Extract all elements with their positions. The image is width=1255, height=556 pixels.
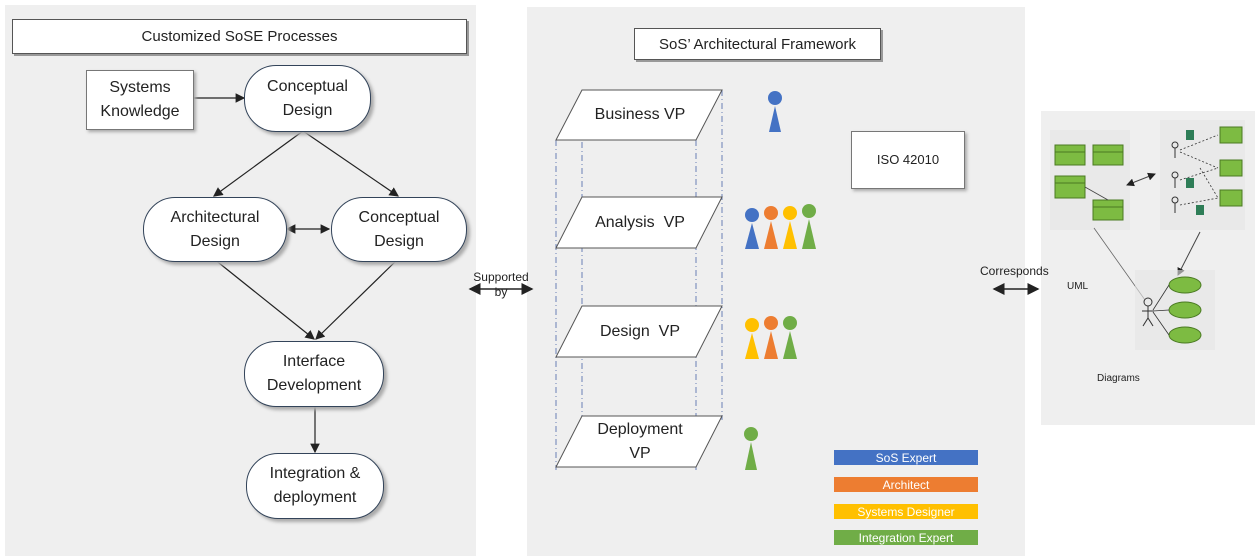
architectural-design-node: Architectural Design (143, 197, 287, 262)
uml-class-diagram (1050, 130, 1130, 230)
systems-knowledge-box: Systems Knowledge (86, 70, 194, 130)
diagrams-label: Diagrams (1097, 373, 1140, 384)
iso-42010-box: ISO 42010 (851, 131, 965, 189)
analysis-figures (745, 204, 816, 249)
arrow-conceptual2-to-interface (315, 258, 399, 340)
conceptual-design-right-node: Conceptual Design (331, 197, 467, 262)
design-figures (745, 316, 797, 359)
deployment-figures (744, 427, 758, 470)
conceptual-design-top-node: Conceptual Design (244, 65, 371, 132)
legend-systems-designer: Systems Designer (834, 504, 978, 519)
integration-deployment-node: Integration & deployment (246, 453, 384, 519)
legend-integration-expert: Integration Expert (834, 530, 978, 545)
business-figures (768, 91, 782, 132)
analysis-vp-label: Analysis VP (595, 214, 685, 231)
interface-development-node: Interface Development (244, 341, 384, 407)
arrow-architectural-to-interface (213, 258, 315, 340)
legend-sos-expert: SoS Expert (834, 450, 978, 465)
framework-title: SoS’ Architectural Framework (634, 28, 881, 60)
supported-by-label: Supported by (473, 270, 529, 299)
vp-parallelograms (555, 89, 723, 468)
arrow-conceptual-to-architectural (213, 130, 304, 197)
business-vp-label: Business VP (594, 106, 686, 123)
uml-label: UML (1067, 281, 1089, 292)
design-vp-label: Design VP (599, 323, 681, 340)
legend-architect: Architect (834, 477, 978, 492)
arrow-conceptual-to-conceptual2 (302, 130, 399, 197)
uml-usecase-diagram (1135, 270, 1215, 350)
uml-component-diagram (1160, 120, 1245, 230)
processes-title: Customized SoSE Processes (12, 19, 467, 54)
vp-stack-lines (555, 90, 723, 470)
deployment-vp-label: Deployment VP (597, 421, 683, 462)
corresponds-label: Corresponds (980, 264, 1049, 278)
